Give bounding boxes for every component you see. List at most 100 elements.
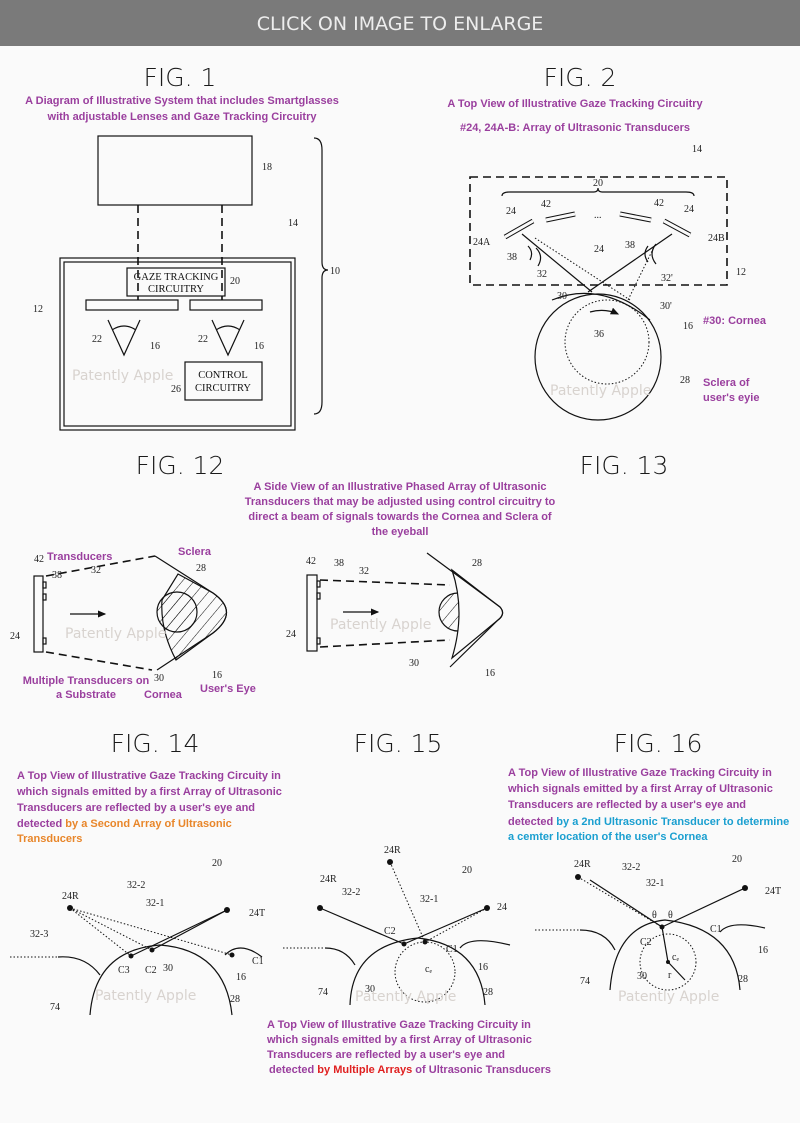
ref-label: 30 [557,291,567,302]
gaze-box-text: GAZE TRACKING [134,272,219,283]
ref-label: 16 [683,321,693,332]
ref-label: 32' [661,273,673,284]
ref-label: 38 [52,570,62,581]
fig1-caption-line: with adjustable Lenses and Gaze Tracking… [47,111,318,123]
ref-label: 12 [736,267,746,278]
gaze-tracking-box [126,267,226,297]
ref-label: 36 [594,329,604,340]
ref-label: 14 [692,144,702,155]
ref-label: 24 [594,244,604,255]
ref-label: 22 [198,334,208,345]
enlarge-banner[interactable]: CLICK ON IMAGE TO ENLARGE [0,0,800,46]
ref-label: 16 [254,341,264,352]
caption-highlight: a cemter location of the user's Cornea [508,831,708,843]
ref-label: 16 [212,670,222,681]
ref-label: 32-1 [420,894,438,905]
ref-label: C3 [118,965,130,976]
ref-label: 20 [462,865,472,876]
caption-text: detected [508,816,556,828]
ref-label: 24 [497,902,507,913]
fig15-title: FIG. 15 [354,729,443,758]
figure-15: 24R 20 24R 32-2 32-1 24 C2 C1 cₑ 16 74 3… [283,845,511,1006]
caption-highlight: by Multiple Arrays [317,1064,412,1076]
ref-label: 24T [765,886,781,897]
fig12-caption-line: Transducers that may be adjusted using c… [245,496,556,508]
gaze-box-text: CIRCUITRY [148,284,204,295]
substrate-note: a Substrate [56,689,116,701]
figure-12: 42 38 32 24 28 30 16 Transducers Sclera … [10,546,256,701]
fig12-caption-line: A Side View of an Illustrative Phased Ar… [253,481,546,493]
caption-highlight: Transducers [17,833,82,845]
fig16-title: FIG. 16 [614,729,703,758]
ref-label: 38 [507,252,517,263]
watermark: Patently Apple [618,989,719,1005]
ref-label: 20 [212,858,222,869]
fig16-caption-line: detected by a 2nd Ultrasonic Transducer … [508,816,789,828]
fig15-caption-line: which signals emitted by a first Array o… [266,1034,532,1046]
fig15-caption-line: detected by Multiple Arrays of Ultrasoni… [269,1064,551,1076]
fig16-caption-line: which signals emitted by a first Array o… [507,783,773,795]
caption-text: detected [17,818,65,830]
ref-label: 32 [91,565,101,576]
ref-label: ... [594,210,602,221]
caption-text: of Ultrasonic Transducers [412,1064,551,1076]
watermark: Patently Apple [72,368,173,384]
ref-label: 24R [384,845,401,856]
ref-label: θ [652,910,657,921]
watermark: Patently Apple [95,988,196,1004]
ref-label: 16 [150,341,160,352]
ref-label: 42 [34,554,44,565]
eyeball [534,293,662,421]
fig12-title: FIG. 12 [136,451,225,480]
figure-14: 20 24R 32-2 32-1 24T 32-3 C1 C3 C2 30 16… [10,858,265,1016]
figure-1: FIG. 1 A Diagram of Illustrative System … [25,63,340,431]
ref-label: 74 [50,1002,60,1013]
substrate-note: Multiple Transducers on [23,675,150,687]
figure-16: 24R 32-2 20 32-1 24T θ θ C1 C2 cₑ r 16 7… [535,854,781,1005]
ref-label: 16 [478,962,488,973]
ref-label: 42 [306,556,316,567]
ref-label: 12 [33,304,43,315]
ref-label: 28 [230,994,240,1005]
ref-label: 24R [62,891,79,902]
fig1-title: FIG. 1 [144,63,217,92]
figure-13: 42 38 32 24 28 30 16 Patently Apple [286,552,504,679]
watermark: Patently Apple [330,617,431,633]
ref-label: 24 [10,631,20,642]
ref-label: C2 [145,965,157,976]
ref-label: r [668,970,672,981]
enlarge-label: CLICK ON IMAGE TO ENLARGE [257,13,544,35]
ref-label: 42 [654,198,664,209]
ref-label: 24 [684,204,694,215]
ref-label: 32-3 [30,929,48,940]
ref-label: 74 [580,976,590,987]
ref-label: 74 [318,987,328,998]
fig13-title: FIG. 13 [580,451,669,480]
users-eye-note: User's Eye [200,683,256,695]
smartglasses-frame [59,257,296,431]
ref-label: 24 [506,206,516,217]
ref-label: 32-2 [342,887,360,898]
ref-label: 20 [593,178,603,189]
ref-label: C1 [446,944,458,955]
circuitry-region [469,176,728,286]
ref-label: 28 [196,563,206,574]
ref-label: 10 [330,266,340,277]
caption-highlight: by a 2nd Ultrasonic Transducer to determ… [556,816,789,828]
fig14-caption-line: Transducers are reflected by a user's ey… [17,802,255,814]
display-box [97,135,253,206]
ref-label: cₑ [425,964,432,975]
ref-label: C1 [710,924,722,935]
ref-label: 38 [334,558,344,569]
watermark: Patently Apple [550,383,651,399]
ref-label: 22 [92,334,102,345]
caption-highlight: by a Second Array of Ultrasonic [65,818,231,830]
fig2-title: FIG. 2 [544,63,617,92]
sclera-note: user's eyie [703,392,759,404]
caption-text: detected [269,1064,317,1076]
ref-label: 30 [409,658,419,669]
ref-label: 28 [483,987,493,998]
ref-label: 30 [637,971,647,982]
ref-label: 30 [163,963,173,974]
